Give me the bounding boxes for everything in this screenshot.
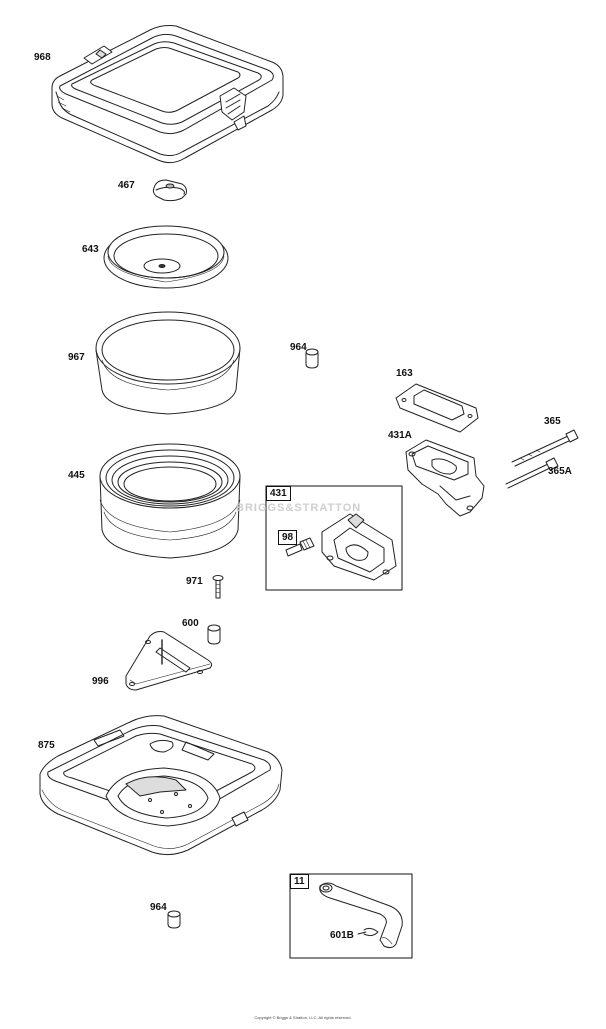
part-971-screw [212,575,224,599]
label-875: 875 [38,740,55,751]
label-967: 967 [68,352,85,363]
label-968: 968 [34,52,51,63]
part-964-sleeve-top [305,348,319,369]
label-600: 600 [182,618,199,629]
label-467: 467 [118,180,135,191]
label-431-kit: 431 [266,486,291,501]
label-365: 365 [544,416,561,427]
label-445: 445 [68,470,85,481]
label-964-top: 964 [290,342,307,353]
part-600-spacer [207,624,221,645]
label-431A: 431A [388,430,412,441]
label-971: 971 [186,576,203,587]
part-601B-hose [319,882,403,949]
part-643-plate [103,225,229,289]
part-98-screw [285,537,315,557]
part-365-bolt [511,429,579,467]
part-467-knob [152,179,187,202]
label-964-bottom: 964 [150,902,167,913]
part-964-sleeve-bottom [167,910,181,929]
kit-11-box [289,873,413,959]
part-967-sleeve [95,311,241,415]
label-643: 643 [82,244,99,255]
part-431-elbow [321,513,397,581]
part-968-air-cleaner-cover [51,25,284,164]
part-365A-bolt [505,457,559,489]
part-875-base [39,715,283,856]
watermark: BRIGGS&STRATTON [236,502,362,514]
kit-431-box [265,485,403,591]
label-98: 98 [278,530,298,545]
part-431A-intake-elbow [405,439,485,517]
label-163: 163 [396,368,413,379]
copyright-notice: Copyright © Briggs & Stratton, LLC. All … [254,1015,352,1020]
label-996: 996 [92,676,109,687]
label-601B: 601B [330,930,354,941]
label-365A: 365A [548,466,572,477]
label-11-kit: 11 [290,874,309,889]
part-163-gasket [395,383,479,433]
part-996-bracket [125,631,213,691]
part-445-air-filter [99,443,241,559]
